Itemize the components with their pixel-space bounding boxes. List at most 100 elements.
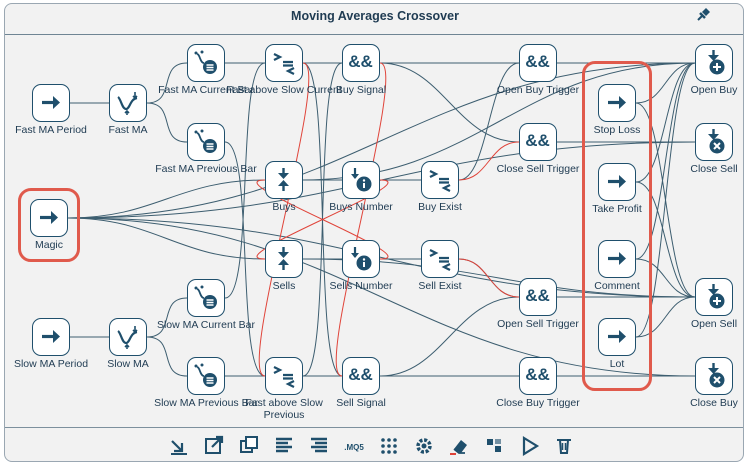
node-label-buys: Buys (272, 201, 296, 213)
node-open-buy-trigger[interactable]: && (519, 44, 557, 82)
wire-5 (224, 141, 266, 377)
wire-alt-4 (458, 141, 520, 181)
node-label-slow-ma-period: Slow MA Period (13, 358, 89, 370)
compare-icon (273, 53, 295, 75)
node-fast-ma-current[interactable] (187, 44, 225, 82)
arrow-right-icon (608, 252, 626, 265)
run-icon[interactable] (516, 432, 542, 460)
node-fast-ma-previous[interactable] (187, 123, 225, 161)
node-label-magic: Magic (34, 239, 63, 251)
wire-41 (635, 296, 696, 338)
node-take-profit[interactable] (598, 163, 636, 201)
node-label-open-buy: Open Buy (690, 84, 738, 96)
wire-alt-3 (335, 62, 387, 377)
import-icon[interactable] (166, 432, 192, 460)
delete-icon[interactable] (551, 432, 577, 460)
ma-curve-icon (117, 326, 138, 349)
duplicate-icon[interactable] (236, 432, 262, 460)
highlight-magic (18, 188, 80, 262)
node-label-buy-signal: Buy Signal (335, 84, 387, 96)
node-sells-number[interactable] (342, 240, 380, 278)
settings-icon[interactable] (411, 432, 437, 460)
layout-icon[interactable] (481, 432, 507, 460)
wire-25 (379, 62, 520, 143)
node-label-buy-exist: Buy Exist (418, 201, 462, 213)
node-fast-ma-period[interactable] (32, 84, 70, 122)
node-open-sell[interactable] (695, 278, 733, 316)
wire-2 (146, 102, 188, 143)
wire-15 (67, 217, 266, 260)
mq5-label: .MQ5 (344, 443, 364, 452)
node-sell-exist[interactable] (421, 240, 459, 278)
node-slow-ma-current[interactable] (187, 279, 225, 317)
and-icon: && (348, 365, 373, 384)
node-label-sells: Sells (272, 280, 296, 292)
align-left-icon[interactable] (271, 432, 297, 460)
wire-7 (146, 297, 188, 338)
node-label-comment: Comment (594, 280, 640, 292)
node-stop-loss[interactable] (598, 84, 636, 122)
node-close-buy[interactable] (695, 357, 733, 395)
node-label-fast-ma: Fast MA (108, 124, 148, 136)
arrow-right-icon (40, 211, 58, 224)
highlight-right (582, 61, 652, 391)
node-close-buy-trigger[interactable]: && (519, 357, 557, 395)
node-slow-ma-period[interactable] (32, 318, 70, 356)
arrow-right-icon (42, 96, 60, 109)
node-sells[interactable] (265, 240, 303, 278)
compare-icon (273, 366, 295, 388)
export-icon[interactable] (201, 432, 227, 460)
align-right-icon[interactable] (306, 432, 332, 460)
title-separator (5, 34, 743, 35)
toolbar-separator (5, 427, 743, 428)
node-label-fast-above-slow-current: Fast above Slow Current (226, 84, 342, 96)
ma-value-icon (194, 50, 217, 74)
node-label-fast-ma-current: Fast MA Current Bar (158, 84, 254, 96)
node-label-sell-signal: Sell Signal (336, 397, 386, 409)
wire-34 (635, 62, 696, 104)
node-label-lot: Lot (609, 358, 625, 370)
wire-36 (635, 62, 696, 183)
wire-14 (67, 179, 266, 219)
node-buys-number[interactable] (342, 161, 380, 199)
mq5-icon[interactable]: .MQ5 (341, 432, 367, 460)
node-lot[interactable] (598, 318, 636, 356)
grid-icon[interactable] (376, 432, 402, 460)
node-buy-signal[interactable]: && (342, 44, 380, 82)
arrow-right-icon (42, 330, 60, 343)
node-magic[interactable] (30, 199, 68, 237)
node-slow-ma[interactable] (109, 318, 147, 356)
wire-39 (635, 258, 696, 298)
node-label-sell-exist: Sell Exist (418, 280, 462, 292)
wire-18 (67, 217, 696, 298)
node-label-close-sell: Close Sell (690, 163, 738, 175)
node-close-sell[interactable] (695, 123, 733, 161)
node-fast-ma[interactable] (109, 84, 147, 122)
node-buys[interactable] (265, 161, 303, 199)
pin-icon[interactable] (694, 6, 712, 24)
node-comment[interactable] (598, 240, 636, 278)
node-open-buy[interactable] (695, 44, 733, 82)
and-icon: && (525, 365, 550, 384)
eraser-icon[interactable] (446, 432, 472, 460)
info-count-icon (351, 168, 372, 192)
node-label-close-buy: Close Buy (690, 397, 738, 409)
ma-curve-icon (117, 92, 138, 115)
node-label-buys-number: Buys Number (329, 201, 393, 213)
toolbar: .MQ5 (166, 432, 586, 460)
node-fast-above-slow-previous[interactable] (265, 357, 303, 395)
node-sell-signal[interactable]: && (342, 357, 380, 395)
node-label-open-sell: Open Sell (690, 318, 738, 330)
collapse-arrows-icon (278, 247, 289, 270)
ma-value-icon (194, 129, 217, 153)
close-order-icon (708, 129, 725, 154)
node-open-sell-trigger[interactable]: && (519, 278, 557, 316)
node-close-sell-trigger[interactable]: && (519, 123, 557, 161)
node-slow-ma-previous[interactable] (187, 357, 225, 395)
node-fast-above-slow-current[interactable] (265, 44, 303, 82)
ma-value-icon (194, 285, 217, 309)
wire-37 (635, 181, 696, 298)
wire-27 (379, 296, 520, 377)
node-buy-exist[interactable] (421, 161, 459, 199)
